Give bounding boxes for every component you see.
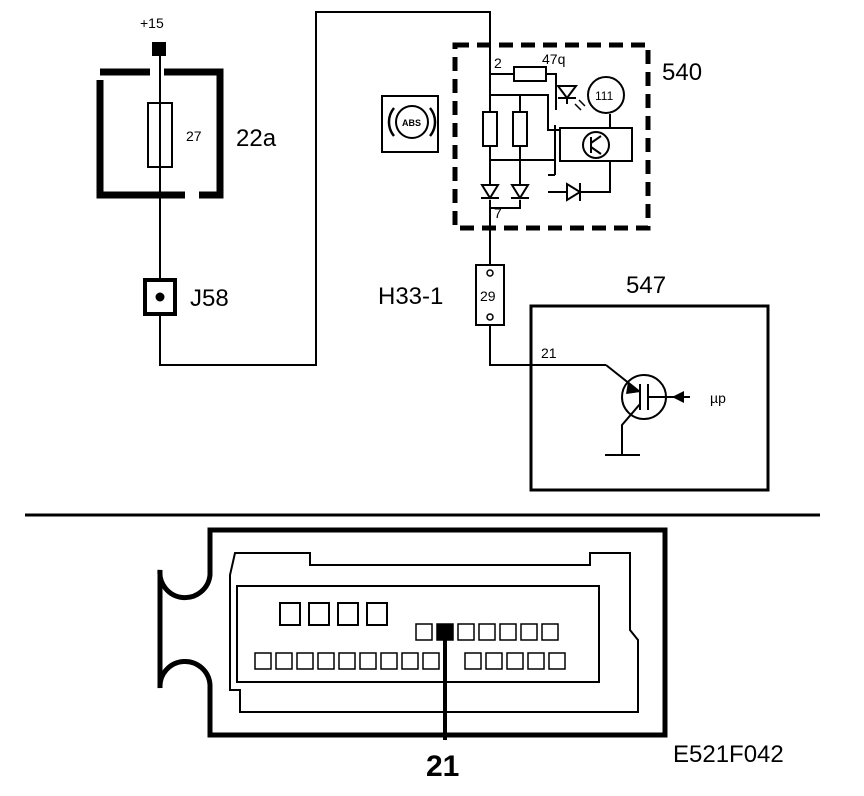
signal-wire — [489, 325, 606, 366]
instrument-id: 540 — [662, 59, 702, 86]
figure-code: E521F042 — [673, 741, 784, 768]
control-unit-547: 547 21 µp — [529, 272, 770, 492]
abs-icon-text: ABS — [402, 118, 421, 128]
resistor-47q — [513, 66, 547, 82]
instrument-540: 540 2 7 47q 111 — [452, 42, 702, 231]
supply-terminal: +15 — [140, 15, 166, 56]
fuse-label: 27 — [186, 128, 202, 144]
abs-icon: ABS — [381, 95, 439, 153]
pin-callout: 21 — [426, 750, 459, 783]
pin-row-upper — [415, 623, 559, 641]
junction-id: J58 — [190, 285, 229, 312]
control-unit-id: 547 — [626, 272, 666, 299]
control-unit-input: µp — [710, 390, 726, 406]
gauge-111: 111 — [587, 76, 625, 114]
connector-face-view: 21 — [157, 527, 668, 783]
transistor-block — [559, 127, 633, 162]
supply-wire — [159, 11, 491, 366]
supply-label: +15 — [140, 15, 164, 31]
instrument-pin-out: 7 — [494, 205, 502, 221]
pin-row-lower — [254, 652, 566, 670]
diode-right — [510, 184, 530, 200]
diode-left — [480, 184, 500, 200]
junction-j58: J58 — [143, 278, 229, 316]
control-unit-pin: 21 — [541, 345, 557, 361]
gauge-label: 111 — [595, 89, 614, 103]
instrument-pin-in: 2 — [494, 55, 502, 71]
resistor-right — [512, 111, 528, 147]
fuse-box-id: 22a — [236, 125, 277, 152]
connector-id: H33-1 — [378, 283, 443, 310]
connector-pin: 29 — [480, 288, 496, 304]
resistor-label: 47q — [542, 51, 565, 67]
warning-led — [556, 85, 586, 111]
diode-horizontal — [548, 182, 582, 202]
connector-h33-1: 29 H33-1 — [378, 228, 505, 326]
fuse-box-22a: 27 22a — [96, 68, 277, 199]
resistor-left — [482, 111, 498, 147]
